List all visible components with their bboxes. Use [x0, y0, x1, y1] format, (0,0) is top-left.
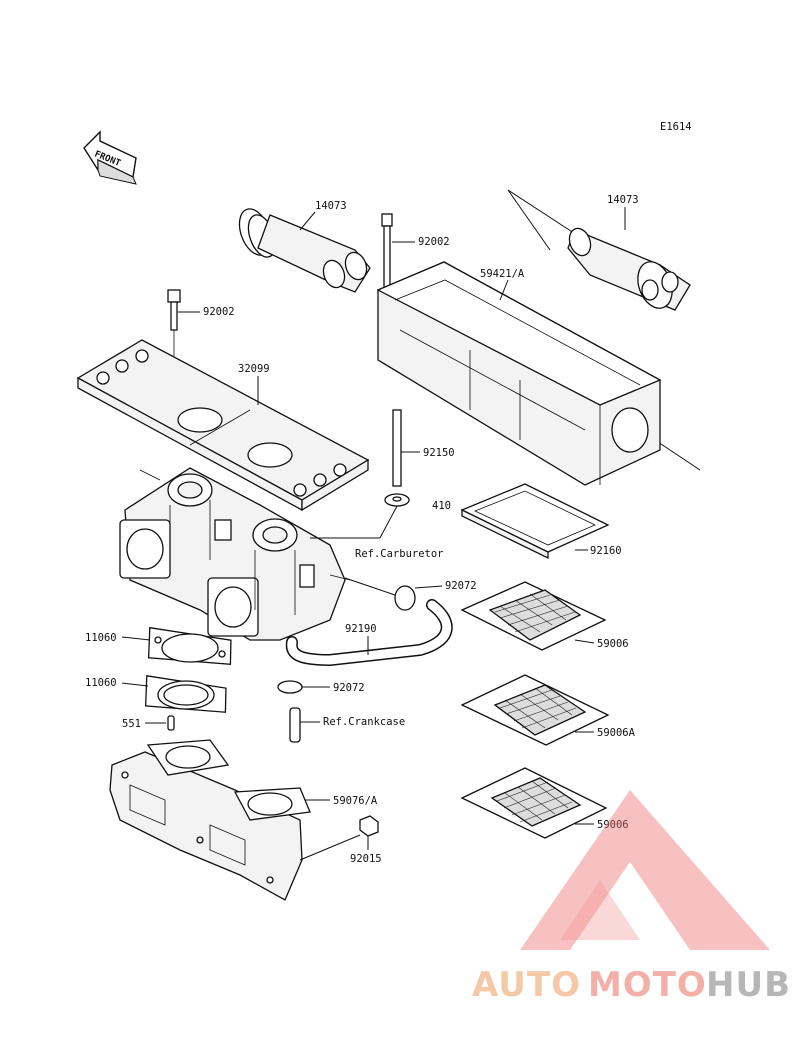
part-92150-stud — [392, 409, 402, 487]
part-59421A-airbox — [376, 261, 662, 486]
part-92072-top-clamp — [394, 585, 416, 611]
automotohub-watermark — [520, 790, 770, 950]
label-551: 551 — [122, 718, 141, 730]
watermark-auto: AUTO — [472, 965, 581, 1005]
label-11060-top: 11060 — [85, 632, 117, 644]
label-92150: 92150 — [423, 447, 455, 459]
leader-line — [379, 505, 398, 539]
label-59076A: 59076/A — [333, 795, 378, 807]
guide-line — [507, 189, 551, 251]
label-ref-crankcase: Ref.Crankcase — [323, 716, 405, 728]
label-92002-top: 92002 — [418, 236, 450, 248]
carburetor-assembly — [119, 467, 351, 641]
leader-line — [121, 636, 151, 641]
part-92160-gasket — [460, 483, 610, 560]
part-551-pin — [167, 715, 175, 731]
part-32099-plate — [76, 339, 370, 512]
label-92190: 92190 — [345, 623, 377, 635]
label-11060-bottom: 11060 — [85, 677, 117, 689]
part-crankcase-fitting — [289, 707, 301, 743]
part-59006-reed-valve — [460, 581, 607, 651]
part-59006-reed-valve-bottom — [460, 767, 608, 839]
part-410-washer — [384, 493, 410, 507]
label-59006A: 59006A — [597, 727, 636, 739]
label-92072-bottom: 92072 — [333, 682, 365, 694]
watermark-hub: HUB — [706, 965, 791, 1005]
leader-line — [344, 577, 396, 596]
part-11060-gasket-top — [147, 626, 232, 666]
label-ref-carburetor: Ref.Carburetor — [355, 548, 444, 560]
label-32099: 32099 — [238, 363, 270, 375]
leader-line — [414, 585, 443, 589]
leader-line — [574, 639, 595, 644]
diagram-id: E1614 — [660, 121, 692, 133]
label-92002-left: 92002 — [203, 306, 235, 318]
leader-line — [299, 834, 361, 861]
label-59006-bottom: 59006 — [597, 819, 629, 831]
leader-line — [499, 279, 509, 301]
part-92015-nut — [359, 815, 379, 837]
leader-line — [121, 682, 149, 687]
leader-line — [299, 211, 316, 231]
part-92190-hose — [285, 599, 453, 667]
label-92072-top: 92072 — [445, 580, 477, 592]
part-59006A-reed-valve — [460, 674, 610, 746]
label-59006: 59006 — [597, 638, 629, 650]
watermark-triangle-logo — [520, 790, 770, 950]
label-92015: 92015 — [350, 853, 382, 865]
front-arrow-icon: FRONT — [83, 130, 137, 185]
part-11060-gasket-bottom — [144, 675, 227, 713]
label-59421A: 59421/A — [480, 268, 525, 280]
part-92072-bottom-clamp — [277, 680, 303, 694]
part-14073-right-duct — [567, 227, 691, 311]
label-14073-left: 14073 — [315, 200, 347, 212]
label-92160: 92160 — [590, 545, 622, 557]
label-410: 410 — [432, 500, 451, 512]
watermark-moto: MOTO — [588, 965, 707, 1005]
part-92002-left-bolt — [167, 289, 181, 331]
part-59076A-intake-manifold — [109, 739, 311, 901]
label-14073-right: 14073 — [607, 194, 639, 206]
part-14073-left-duct — [238, 208, 371, 293]
